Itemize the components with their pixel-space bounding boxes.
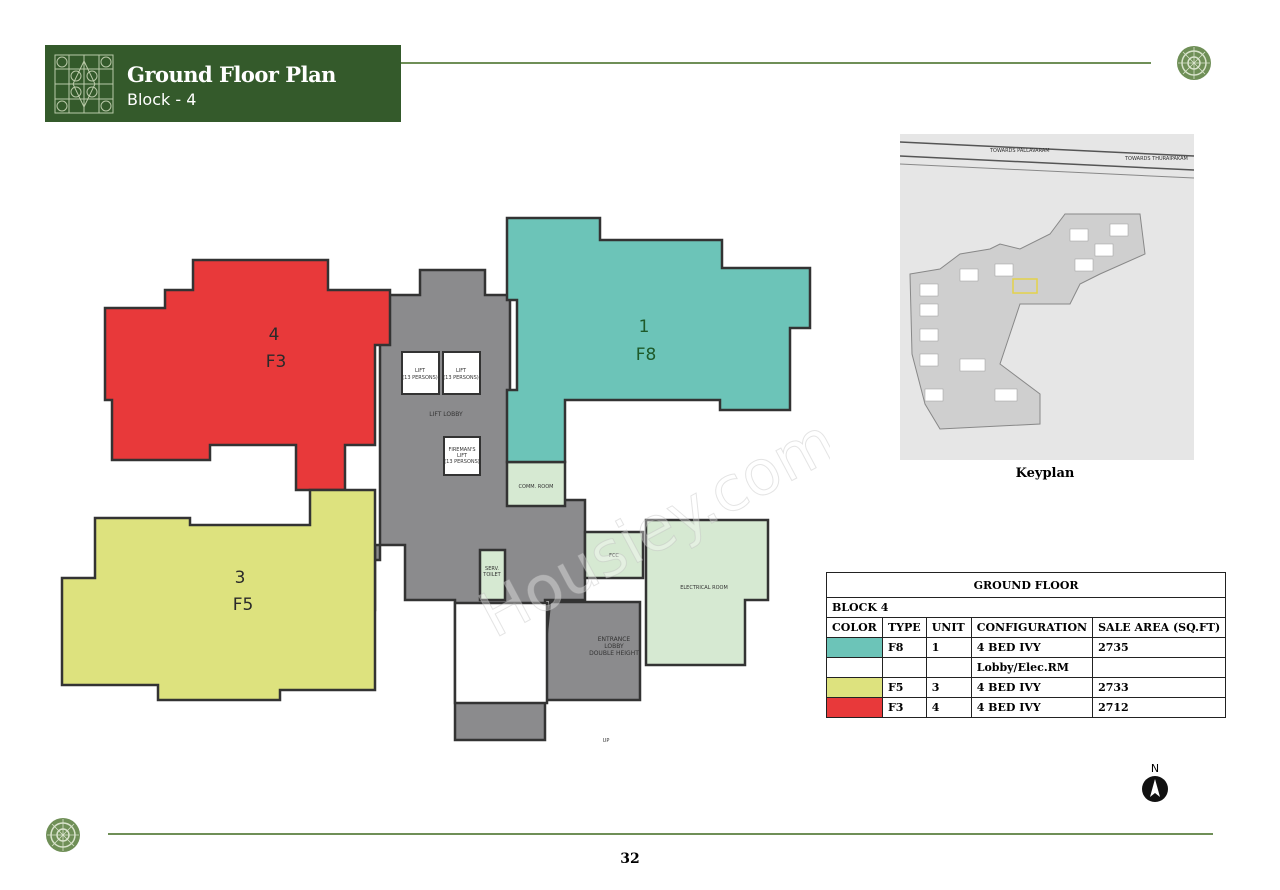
header-unit: UNIT [925,617,972,638]
page-subtitle: Block - 4 [127,90,197,109]
keyplan-label: Keyplan [1015,466,1075,481]
road-label-right: TOWARDS THURAIPAKAM [1124,156,1188,162]
lift-2-label: LIFT [456,368,467,374]
unit-type: F8 [636,345,657,365]
unit-type: F3 [266,352,287,372]
cell-type [882,657,927,678]
cell-unit: 4 [925,697,972,718]
north-arrow-icon [1142,776,1168,802]
keyplan-block-highlight [1012,278,1038,294]
header-color: COLOR [826,617,883,638]
unit-number: 1 [639,317,650,337]
fcc-room [583,530,645,580]
color-swatch [826,637,883,658]
fcc-label: FCC [609,553,619,559]
unit-4-f3 [103,258,392,492]
electrical-room [644,518,770,667]
page-header: Ground Floor Plan Block - 4 [45,45,401,122]
entrance-label-2: LOBBY [604,643,624,650]
cell-configuration: 4 BED IVY [970,637,1094,658]
divider-bottom [108,833,1213,835]
table-header-row: COLOR TYPE UNIT CONFIGURATION SALE AREA … [826,617,1227,638]
keyplan-map: TOWARDS PALLAVARAM TOWARDS THURAIPAKAM [900,134,1194,460]
road-label-left: TOWARDS PALLAVARAM [989,148,1050,154]
lift-2-capacity: (13 PERSONS) [443,375,479,381]
page-number: 32 [620,851,640,867]
unit-3-f5 [60,488,377,702]
firemans-lift-label: FIREMAN'S [448,447,475,453]
area-table: GROUND FLOOR BLOCK 4 COLOR TYPE UNIT CON… [825,572,1227,718]
lift-lobby-label: LIFT LOBBY [429,411,463,418]
cell-unit: 3 [925,677,972,698]
lift-1-capacity: (13 PERSONS) [402,375,438,381]
comm-room-label: COMM. ROOM [519,484,554,490]
firemans-lift-label-2: LIFT [457,453,468,459]
cell-configuration: 4 BED IVY [970,677,1094,698]
cell-configuration: Lobby/Elec.RM [970,657,1094,678]
comm-room [505,460,567,508]
table-row: F3 4 4 BED IVY 2712 [826,697,1227,718]
cell-unit: 1 [925,637,972,658]
table-title: GROUND FLOOR [825,572,1227,598]
lift-1-label: LIFT [415,368,426,374]
cell-type: F8 [882,637,927,658]
cell-area: 2733 [1092,677,1227,698]
firemans-lift-capacity: (13 PERSONS) [444,459,480,465]
entrance-label-1: ENTRANCE [598,636,631,643]
cell-configuration: 4 BED IVY [970,697,1094,718]
divider-top [401,62,1151,64]
firemans-lift [443,436,481,476]
service-toilet [478,548,507,602]
color-swatch [826,677,883,698]
electrical-room-label: ELECTRICAL ROOM [680,585,728,591]
header-configuration: CONFIGURATION [970,617,1094,638]
unit-1-f8 [505,216,812,464]
table-block: BLOCK 4 [825,597,1227,618]
emblem-icon [46,818,80,852]
cell-area: 2735 [1092,637,1227,658]
table-row: F5 3 4 BED IVY 2733 [826,677,1227,698]
entrance-label-3: DOUBLE HEIGHT [589,650,639,657]
north-compass: N [1141,762,1169,807]
table-row: F8 1 4 BED IVY 2735 [826,637,1227,658]
lift-2 [442,351,481,395]
table-row: Lobby/Elec.RM [826,657,1227,678]
header-type: TYPE [882,617,927,638]
color-swatch [826,657,883,678]
compass-label: N [1150,762,1160,775]
color-swatch [826,697,883,718]
kolam-pattern-icon [54,54,114,114]
header-sale-area: SALE AREA (SQ.FT) [1092,617,1227,638]
unit-number: 4 [269,325,280,345]
cell-type: F5 [882,677,927,698]
entrance-void [453,601,549,705]
floor-plan: LIFT (13 PERSONS) LIFT (13 PERSONS) LIFT… [60,216,830,744]
cell-area: 2712 [1092,697,1227,718]
lift-1 [401,351,440,395]
up-label: UP [603,738,610,744]
cell-type: F3 [882,697,927,718]
cell-unit [925,657,972,678]
serv-toilet-label-2: TOILET [482,572,501,578]
serv-toilet-label: SERV. [485,566,499,572]
cell-area [1092,657,1227,678]
unit-number: 3 [235,568,246,588]
page-title: Ground Floor Plan [127,62,336,87]
emblem-icon [1177,46,1211,80]
unit-type: F5 [233,595,254,615]
